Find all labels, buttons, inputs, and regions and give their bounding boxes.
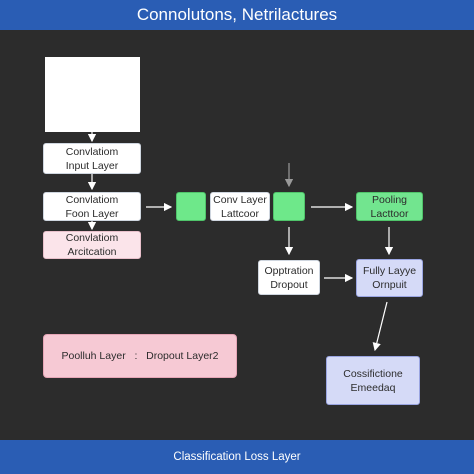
- node-dropout-operation[interactable]: Opptration Dropout: [258, 260, 320, 295]
- node-line: Arcitcation: [67, 246, 117, 258]
- node-line: Pooling: [371, 193, 408, 206]
- input-image-box: [45, 57, 140, 132]
- node-line: Cossifictione: [343, 367, 403, 380]
- node-line: Convlatiom: [65, 193, 119, 206]
- node-line: Conv Layer: [213, 193, 267, 206]
- node-pooling-layer[interactable]: Pooling Lacttoor: [356, 192, 423, 221]
- node-conv-layer-latticor[interactable]: Conv Layer Lattcoor: [210, 192, 270, 221]
- node-green-block-right[interactable]: [273, 192, 305, 221]
- node-fully-connected-layer[interactable]: Fully Layye Ornpuit: [356, 259, 423, 297]
- node-line: Opptration: [264, 264, 314, 277]
- diagram-title: Connolutons, Netrilactures: [136, 5, 338, 24]
- node-line: Convlatiom: [65, 145, 119, 158]
- node-line: Foon Layer: [65, 207, 119, 220]
- node-conv-foon-layer[interactable]: Convlatiom Foon Layer: [43, 192, 141, 221]
- node-conv-input-layer[interactable]: Convlatiom Input Layer: [43, 143, 141, 174]
- node-line: Dropout: [270, 278, 308, 291]
- node-line: Poolluh Layer : Dropout Layer2: [61, 350, 219, 362]
- node-line: Fully Layye: [362, 265, 417, 277]
- node-line: Input Layer: [65, 159, 119, 172]
- footer-loss-layer: Classification Loss Layer: [0, 440, 474, 474]
- node-pooling-dropout-layer[interactable]: Poolluh Layer : Dropout Layer2: [43, 334, 237, 378]
- node-line: Ornpuit: [372, 279, 407, 291]
- node-green-block-left[interactable]: [176, 192, 206, 221]
- node-conv-activation[interactable]: Convlatiom Arcitcation: [43, 231, 141, 259]
- node-line: Lacttoor: [370, 207, 409, 220]
- diagram-title-bar: Connolutons, Netrilactures: [0, 0, 474, 30]
- node-classification-output[interactable]: Cossifictione Emeedaq: [326, 356, 420, 405]
- node-line: Lattcoor: [221, 207, 259, 220]
- node-line: Emeedaq: [350, 381, 396, 394]
- footer-label: Classification Loss Layer: [173, 451, 301, 463]
- node-line: Convlatiom: [65, 232, 119, 244]
